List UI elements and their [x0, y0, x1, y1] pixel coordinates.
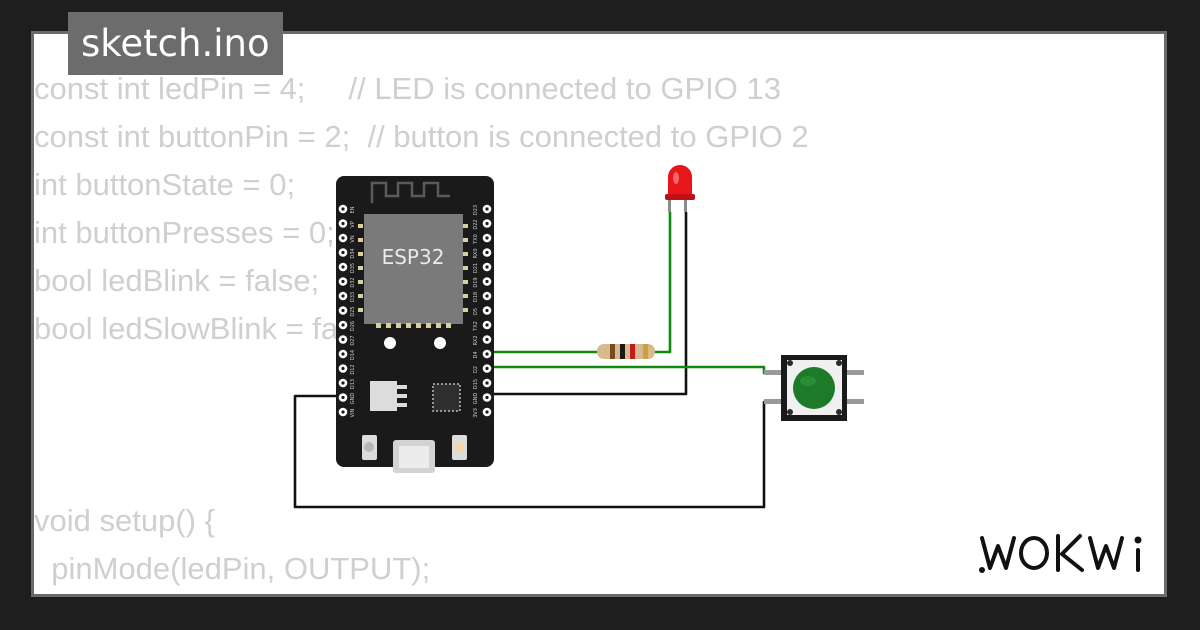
code-line: int buttonState = 0;: [34, 167, 296, 202]
pin-hole: [485, 395, 489, 400]
pushbutton-cap[interactable]: [793, 367, 835, 409]
pin-label: D12: [350, 364, 356, 374]
pin-hole: [341, 308, 345, 313]
pin-hole: [485, 352, 489, 356]
pin-label: D14: [350, 350, 356, 360]
pin-hole: [485, 279, 489, 284]
wokwi-logo: [979, 534, 1142, 573]
code-line: const int ledPin = 4; // LED is connecte…: [34, 71, 781, 106]
pin-hole: [341, 265, 345, 269]
pin-label: D2: [473, 366, 479, 373]
code-line: bool ledBlink = false;: [34, 263, 320, 298]
pin-label: 3V3: [473, 408, 479, 418]
pin-label: D4: [473, 351, 479, 358]
wire-resistor-to-led[interactable]: [655, 212, 672, 354]
esp32-chip: [364, 214, 463, 324]
pin-label: TX2: [473, 321, 479, 332]
esp32-board[interactable]: ESP32 ENVPVND34D35D32D33D25D26D27D14D12D…: [336, 176, 494, 473]
pin-label: EN: [350, 206, 356, 213]
pin-label: D21: [473, 263, 479, 273]
pin-label: GND: [473, 393, 479, 405]
pin-hole: [485, 221, 489, 226]
pin-hole: [341, 337, 345, 342]
esp32-chip-label: ESP32: [382, 245, 445, 269]
pin-hole: [485, 410, 489, 414]
pin-hole: [341, 323, 345, 327]
pin-hole: [341, 294, 345, 298]
file-tab[interactable]: sketch.ino: [68, 12, 283, 75]
pin-hole: [341, 236, 345, 240]
pin-label: D19: [473, 277, 479, 287]
wire-d15-to-led[interactable]: [487, 212, 688, 396]
pin-hole: [485, 337, 489, 342]
pin-label: D32: [350, 277, 356, 287]
resistor[interactable]: [597, 344, 655, 359]
code-line: pinMode(ledPin, OUTPUT);: [34, 551, 431, 586]
pin-label: VP: [350, 221, 356, 227]
pin-hole: [341, 366, 345, 371]
pin-label: D35: [350, 263, 356, 273]
pin-label: D26: [350, 321, 356, 331]
pin-hole: [485, 207, 489, 211]
code-line: void setup() {: [34, 503, 215, 538]
pin-label: D23: [473, 205, 479, 215]
pin-hole: [485, 250, 489, 255]
pin-label: D34: [350, 248, 356, 258]
pin-hole: [341, 395, 345, 400]
pin-label: D13: [350, 379, 356, 389]
pin-label: D25: [350, 306, 356, 316]
wire-d2-to-button[interactable]: [487, 365, 782, 375]
pin-label: D27: [350, 335, 356, 345]
pin-hole: [341, 279, 345, 284]
pin-hole: [341, 221, 345, 226]
pin-label: TX0: [473, 234, 479, 245]
pin-label: D18: [473, 292, 479, 302]
code-line: int buttonPresses = 0;: [34, 215, 335, 250]
pin-label: RX2: [473, 335, 479, 345]
pin-label: D33: [350, 292, 356, 302]
pin-hole: [485, 308, 489, 313]
pin-label: GND: [350, 393, 356, 405]
code-line: const int buttonPin = 2; // button is co…: [34, 119, 809, 154]
pin-hole: [485, 381, 489, 385]
pin-hole: [341, 250, 345, 255]
pin-hole: [341, 410, 345, 414]
pin-hole: [485, 366, 489, 371]
pin-hole: [485, 323, 489, 327]
pin-label: RX0: [473, 248, 479, 258]
pin-hole: [341, 352, 345, 356]
pin-label: VIN: [350, 408, 356, 417]
preview-card: [31, 31, 1167, 597]
pin-label: D5: [473, 308, 479, 315]
pin-label: D22: [473, 219, 479, 229]
pin-label: D15: [473, 379, 479, 389]
pin-hole: [341, 207, 345, 211]
pin-label: VN: [350, 235, 356, 242]
pin-hole: [485, 294, 489, 298]
pin-hole: [341, 381, 345, 385]
red-led[interactable]: [665, 165, 695, 212]
pin-hole: [485, 265, 489, 269]
pushbutton[interactable]: [764, 355, 864, 421]
pin-hole: [485, 236, 489, 240]
